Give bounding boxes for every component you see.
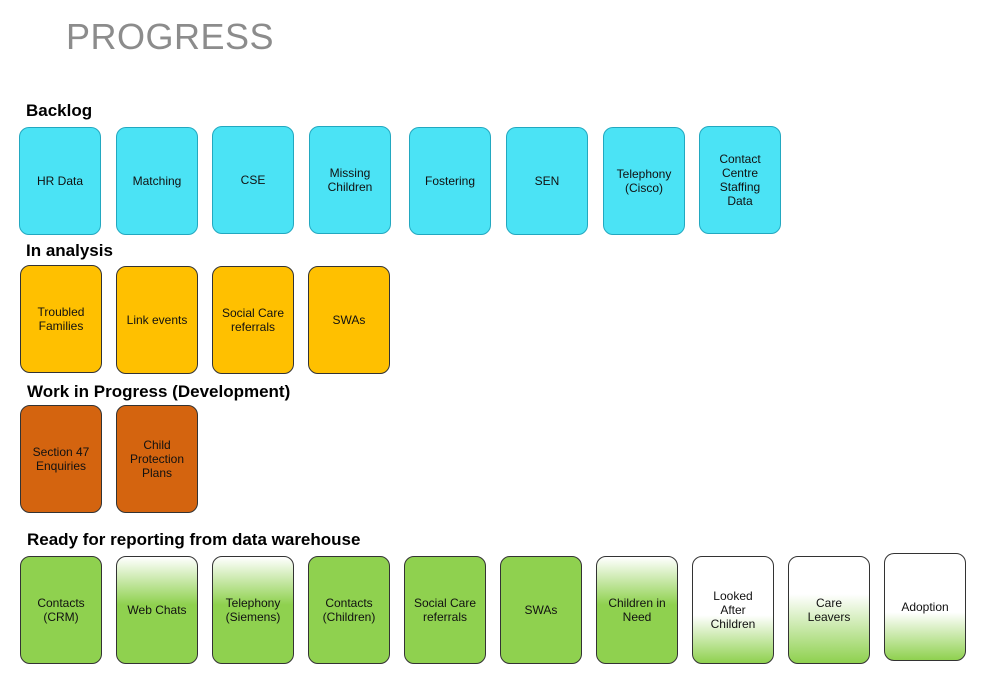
page-title: PROGRESS bbox=[66, 16, 275, 57]
wip-heading: Work in Progress (Development) bbox=[27, 382, 291, 401]
analysis-card-troubled-families[interactable]: Troubled Families bbox=[20, 265, 102, 373]
ready-card-web-chats[interactable]: Web Chats bbox=[116, 556, 198, 664]
ready-card-care-leavers[interactable]: Care Leavers bbox=[788, 556, 870, 664]
backlog-card-contact-centre[interactable]: Contact Centre Staffing Data bbox=[699, 126, 781, 234]
ready-card-contacts-crm[interactable]: Contacts (CRM) bbox=[20, 556, 102, 664]
analysis-card-social-care-referrals[interactable]: Social Care referrals bbox=[212, 266, 294, 374]
wip-card-child-protection[interactable]: Child Protection Plans bbox=[116, 405, 198, 513]
backlog-card-missing-children[interactable]: Missing Children bbox=[309, 126, 391, 234]
backlog-card-cse[interactable]: CSE bbox=[212, 126, 294, 234]
analysis-heading: In analysis bbox=[26, 241, 113, 260]
ready-card-social-care-referrals[interactable]: Social Care referrals bbox=[404, 556, 486, 664]
ready-card-adoption[interactable]: Adoption bbox=[884, 553, 966, 661]
backlog-card-hr-data[interactable]: HR Data bbox=[19, 127, 101, 235]
wip-card-section-47[interactable]: Section 47 Enquiries bbox=[20, 405, 102, 513]
ready-card-children-in-need[interactable]: Children in Need bbox=[596, 556, 678, 664]
analysis-card-swas[interactable]: SWAs bbox=[308, 266, 390, 374]
backlog-card-telephony-cisco[interactable]: Telephony (Cisco) bbox=[603, 127, 685, 235]
ready-card-swas[interactable]: SWAs bbox=[500, 556, 582, 664]
backlog-card-matching[interactable]: Matching bbox=[116, 127, 198, 235]
backlog-heading: Backlog bbox=[26, 101, 93, 120]
ready-heading: Ready for reporting from data warehouse bbox=[27, 530, 361, 549]
analysis-card-link-events[interactable]: Link events bbox=[116, 266, 198, 374]
ready-card-looked-after-children[interactable]: Looked After Children bbox=[692, 556, 774, 664]
backlog-card-fostering[interactable]: Fostering bbox=[409, 127, 491, 235]
backlog-card-sen[interactable]: SEN bbox=[506, 127, 588, 235]
ready-card-telephony-siemens[interactable]: Telephony (Siemens) bbox=[212, 556, 294, 664]
ready-card-contacts-children[interactable]: Contacts (Children) bbox=[308, 556, 390, 664]
